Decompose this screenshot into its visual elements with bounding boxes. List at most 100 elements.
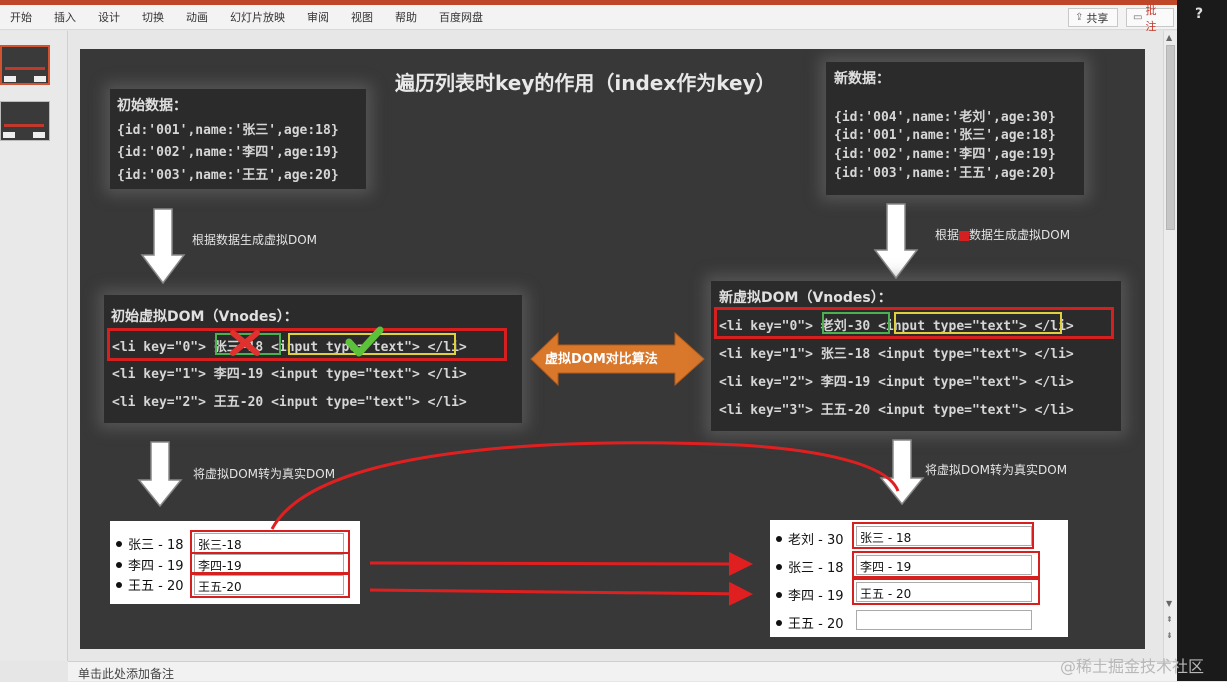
vdom-input: <input type="text"> (271, 340, 420, 355)
vdom-tag: <li key="0"> (719, 319, 813, 334)
scroll-up-icon[interactable]: ▲ (1166, 33, 1173, 42)
down-arrow-icon (879, 439, 925, 506)
vdom-input: <input type="text"> (878, 319, 1027, 334)
menu-design[interactable]: 设计 (98, 11, 120, 24)
list-item-label: 王五 - 20 (788, 617, 844, 632)
vdom-tag: <li key="2"> (719, 375, 813, 390)
vdom-tag: <li key="0"> (112, 340, 206, 355)
menu-home[interactable]: 开始 (10, 11, 32, 24)
vdom-text: 王五-20 (213, 395, 264, 410)
initial-data-row: {id:'002',name:'李四',age:19} (117, 145, 339, 160)
vdom-text: 李四-19 (820, 375, 871, 390)
vdom-tag: <li key="1"> (719, 347, 813, 362)
menu-view[interactable]: 视图 (351, 11, 373, 24)
list-item: 王五 - 20 (776, 613, 844, 632)
help-icon[interactable]: ? (1195, 6, 1204, 22)
comment-button[interactable]: ▭ 批注 (1126, 4, 1174, 33)
real-dom-right: 老刘 - 30 张三 - 18 李四 - 19 王五 - 20 张三 - 18 … (770, 520, 1068, 637)
scrollbar-thumb[interactable] (1166, 45, 1175, 230)
text-input[interactable]: 张三 - 18 (856, 526, 1032, 546)
new-data-box: 新数据： {id:'004',name:'老刘',age:30} {id:'00… (826, 62, 1084, 195)
new-vdom-box: 新虚拟DOM（Vnodes）： <li key="0"> 老刘-30 <inpu… (711, 281, 1121, 431)
text-input[interactable]: 李四-19 (194, 554, 344, 574)
vdom-text: 老刘-30 (820, 319, 871, 334)
vertical-scrollbar[interactable]: ▲ ▼ ⇞ ⇟ (1163, 31, 1177, 661)
notes-placeholder: 单击此处添加备注 (78, 667, 175, 681)
slide-thumbnail-panel (0, 31, 68, 661)
highlight-input-red (852, 578, 1040, 605)
slide-thumbnail-2[interactable] (0, 101, 50, 141)
vdom-tag: <li key="2"> (112, 395, 206, 410)
vdom-input: <input type="text"> (271, 395, 420, 410)
list-item: 李四 - 19 (116, 555, 184, 574)
prev-slide-icon[interactable]: ⇞ (1166, 615, 1173, 624)
slide-thumbnail-1[interactable] (0, 45, 50, 85)
list-item: 张三 - 18 (776, 557, 844, 576)
initial-vdom-label: 初始虚拟DOM（Vnodes）： (111, 309, 298, 325)
scroll-down-icon[interactable]: ▼ (1166, 599, 1173, 608)
initial-vdom-row-2: <li key="2"> 王五-20 <input type="text"> <… (112, 391, 467, 410)
menu-slideshow[interactable]: 幻灯片放映 (230, 11, 285, 24)
menu-review[interactable]: 审阅 (307, 11, 329, 24)
vdom-text: 王五-20 (820, 403, 871, 418)
watermark: @稀土掘金技术社区 (1060, 657, 1205, 676)
connector-line (369, 581, 753, 606)
vdom-text: 李四-19 (213, 367, 264, 382)
list-item: 张三 - 18 (116, 534, 184, 553)
text-input[interactable] (856, 610, 1032, 630)
curved-connector (270, 441, 900, 530)
highlight-input-red (852, 551, 1040, 578)
text-input[interactable]: 王五-20 (194, 575, 344, 595)
new-data-row: {id:'004',name:'老刘',age:30} (834, 110, 1056, 125)
notes-pane[interactable]: 单击此处添加备注 (68, 661, 1177, 681)
next-slide-icon[interactable]: ⇟ (1166, 631, 1173, 640)
cross-mark-icon (230, 330, 260, 356)
vdom-close: </li> (1034, 347, 1074, 362)
vdom-text: 张三-18 (820, 347, 871, 362)
slide: 遍历列表时key的作用（index作为key） 初始数据： {id:'001',… (80, 49, 1145, 649)
initial-vdom-row-1: <li key="1"> 李四-19 <input type="text"> <… (112, 363, 467, 382)
new-vdom-row-0: <li key="0"> 老刘-30 <input type="text"> <… (719, 315, 1074, 334)
red-connectors (270, 441, 900, 606)
connector-line (369, 551, 753, 576)
ribbon-menu: 开始 插入 设计 切换 动画 幻灯片放映 审阅 视图 帮助 百度网盘 ⇪ 共享 … (0, 4, 1177, 33)
vdom-close: </li> (427, 395, 467, 410)
share-label: 共享 (1086, 11, 1109, 25)
new-vdom-row-3: <li key="3"> 王五-20 <input type="text"> <… (719, 399, 1074, 418)
highlight-input-red (190, 573, 350, 598)
vdom-tag: <li key="1"> (112, 367, 206, 382)
menu-animations[interactable]: 动画 (186, 11, 208, 24)
menu-baidu-netdisk[interactable]: 百度网盘 (439, 11, 483, 24)
list-item-label: 张三 - 18 (788, 561, 844, 576)
menu-insert[interactable]: 插入 (54, 11, 76, 24)
share-icon: ⇪ (1075, 12, 1084, 23)
highlight-text-green (215, 333, 281, 355)
menu-transitions[interactable]: 切换 (142, 11, 164, 24)
vdom-close: </li> (427, 340, 467, 355)
vdom-close: </li> (1034, 375, 1074, 390)
vdom-input: <input type="text"> (271, 367, 420, 382)
right-dark-margin (1177, 0, 1227, 681)
initial-data-row: {id:'001',name:'张三',age:18} (117, 123, 339, 138)
list-item: 王五 - 20 (116, 575, 184, 594)
initial-vdom-box: 初始虚拟DOM（Vnodes）： <li key="0"> 张三-18 <inp… (104, 295, 522, 423)
comment-icon: ▭ (1133, 12, 1143, 23)
caption-generate-left: 根据数据生成虚拟DOM (192, 233, 318, 247)
down-arrow-icon (873, 203, 919, 280)
check-mark-icon (345, 326, 384, 357)
list-item-label: 王五 - 20 (128, 579, 184, 594)
new-data-row: {id:'001',name:'张三',age:18} (834, 128, 1056, 143)
vdom-close: </li> (1034, 319, 1074, 334)
text-input[interactable]: 王五 - 20 (856, 582, 1032, 602)
text-input[interactable]: 李四 - 19 (856, 555, 1032, 575)
highlight-text-green (822, 312, 890, 334)
caption-generate-right: 根据数据生成虚拟DOM (935, 226, 1070, 243)
list-item: 老刘 - 30 (776, 529, 844, 548)
new-vdom-label: 新虚拟DOM（Vnodes）： (719, 290, 892, 306)
algorithm-label: 虚拟DOM对比算法 (545, 352, 658, 367)
list-item-label: 老刘 - 30 (788, 533, 844, 548)
title-strip (0, 0, 1227, 5)
highlight-row-red (107, 328, 507, 361)
share-button[interactable]: ⇪ 共享 (1068, 8, 1118, 27)
menu-help[interactable]: 帮助 (395, 11, 417, 24)
